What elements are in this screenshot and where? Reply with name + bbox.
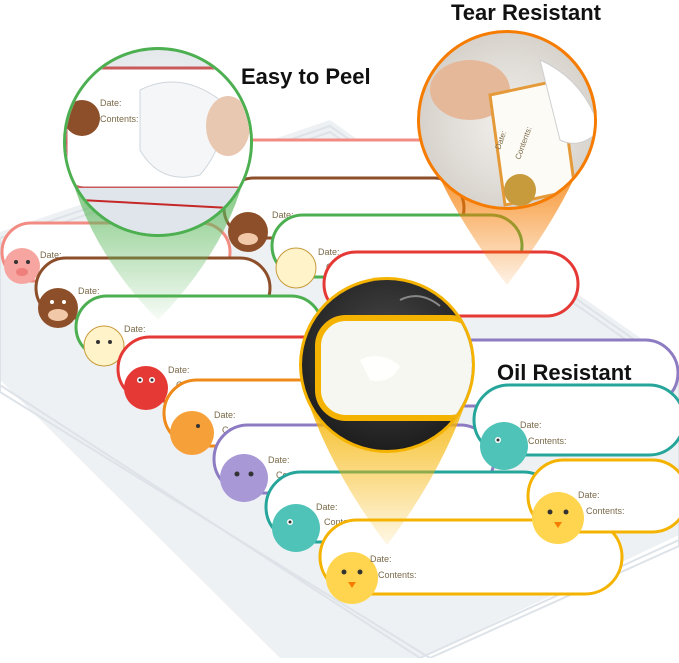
label-contents: Contents:	[528, 436, 567, 446]
finger-icon	[206, 96, 250, 156]
label-fish-right: Date: Contents:	[472, 383, 679, 470]
goat-icon	[504, 174, 536, 206]
callout-tear-resistant: Date: Contents:	[417, 30, 597, 285]
oil-photo	[302, 280, 472, 450]
shrimp-icon	[170, 411, 214, 455]
label-date: Date:	[168, 365, 190, 375]
callout-easy-to-peel: Date: Contents:	[63, 47, 253, 320]
cow-icon	[66, 100, 100, 136]
label-date: Date:	[40, 250, 62, 260]
label-date: Date:	[268, 455, 290, 465]
goat-icon	[275, 247, 317, 289]
label-date: Date:	[520, 420, 542, 430]
label-date: Date:	[370, 554, 392, 564]
label-date: Date:	[100, 98, 122, 108]
cow-icon	[38, 288, 78, 328]
callout-oil-resistant	[299, 277, 475, 545]
peel-photo: Date: Contents:	[66, 50, 250, 234]
tear-photo: Date: Contents:	[420, 33, 594, 207]
label-contents: Contents:	[100, 114, 139, 124]
cow-icon	[228, 212, 268, 252]
label-chick-right: Date: Contents:	[526, 458, 679, 544]
label-date: Date:	[318, 247, 340, 257]
label-contents: Contents:	[378, 570, 417, 580]
label-date: Date:	[214, 410, 236, 420]
label-contents: Contents:	[586, 506, 625, 516]
goat-icon	[83, 325, 125, 367]
sheep-icon	[220, 454, 268, 502]
label-date: Date:	[78, 286, 100, 296]
crab-icon	[124, 366, 168, 410]
label-date: Date:	[578, 490, 600, 500]
label-date: Date:	[316, 502, 338, 512]
label-date: Date:	[272, 210, 294, 220]
fish-icon	[272, 504, 320, 552]
chick-icon	[326, 552, 378, 604]
tear-resistant-title: Tear Resistant	[451, 0, 601, 25]
fish-icon	[480, 422, 528, 470]
chick-icon	[532, 492, 584, 544]
pig-icon	[4, 248, 40, 284]
oil-resistant-title: Oil Resistant	[497, 360, 632, 385]
easy-to-peel-title: Easy to Peel	[241, 64, 371, 89]
label-date: Date:	[124, 324, 146, 334]
